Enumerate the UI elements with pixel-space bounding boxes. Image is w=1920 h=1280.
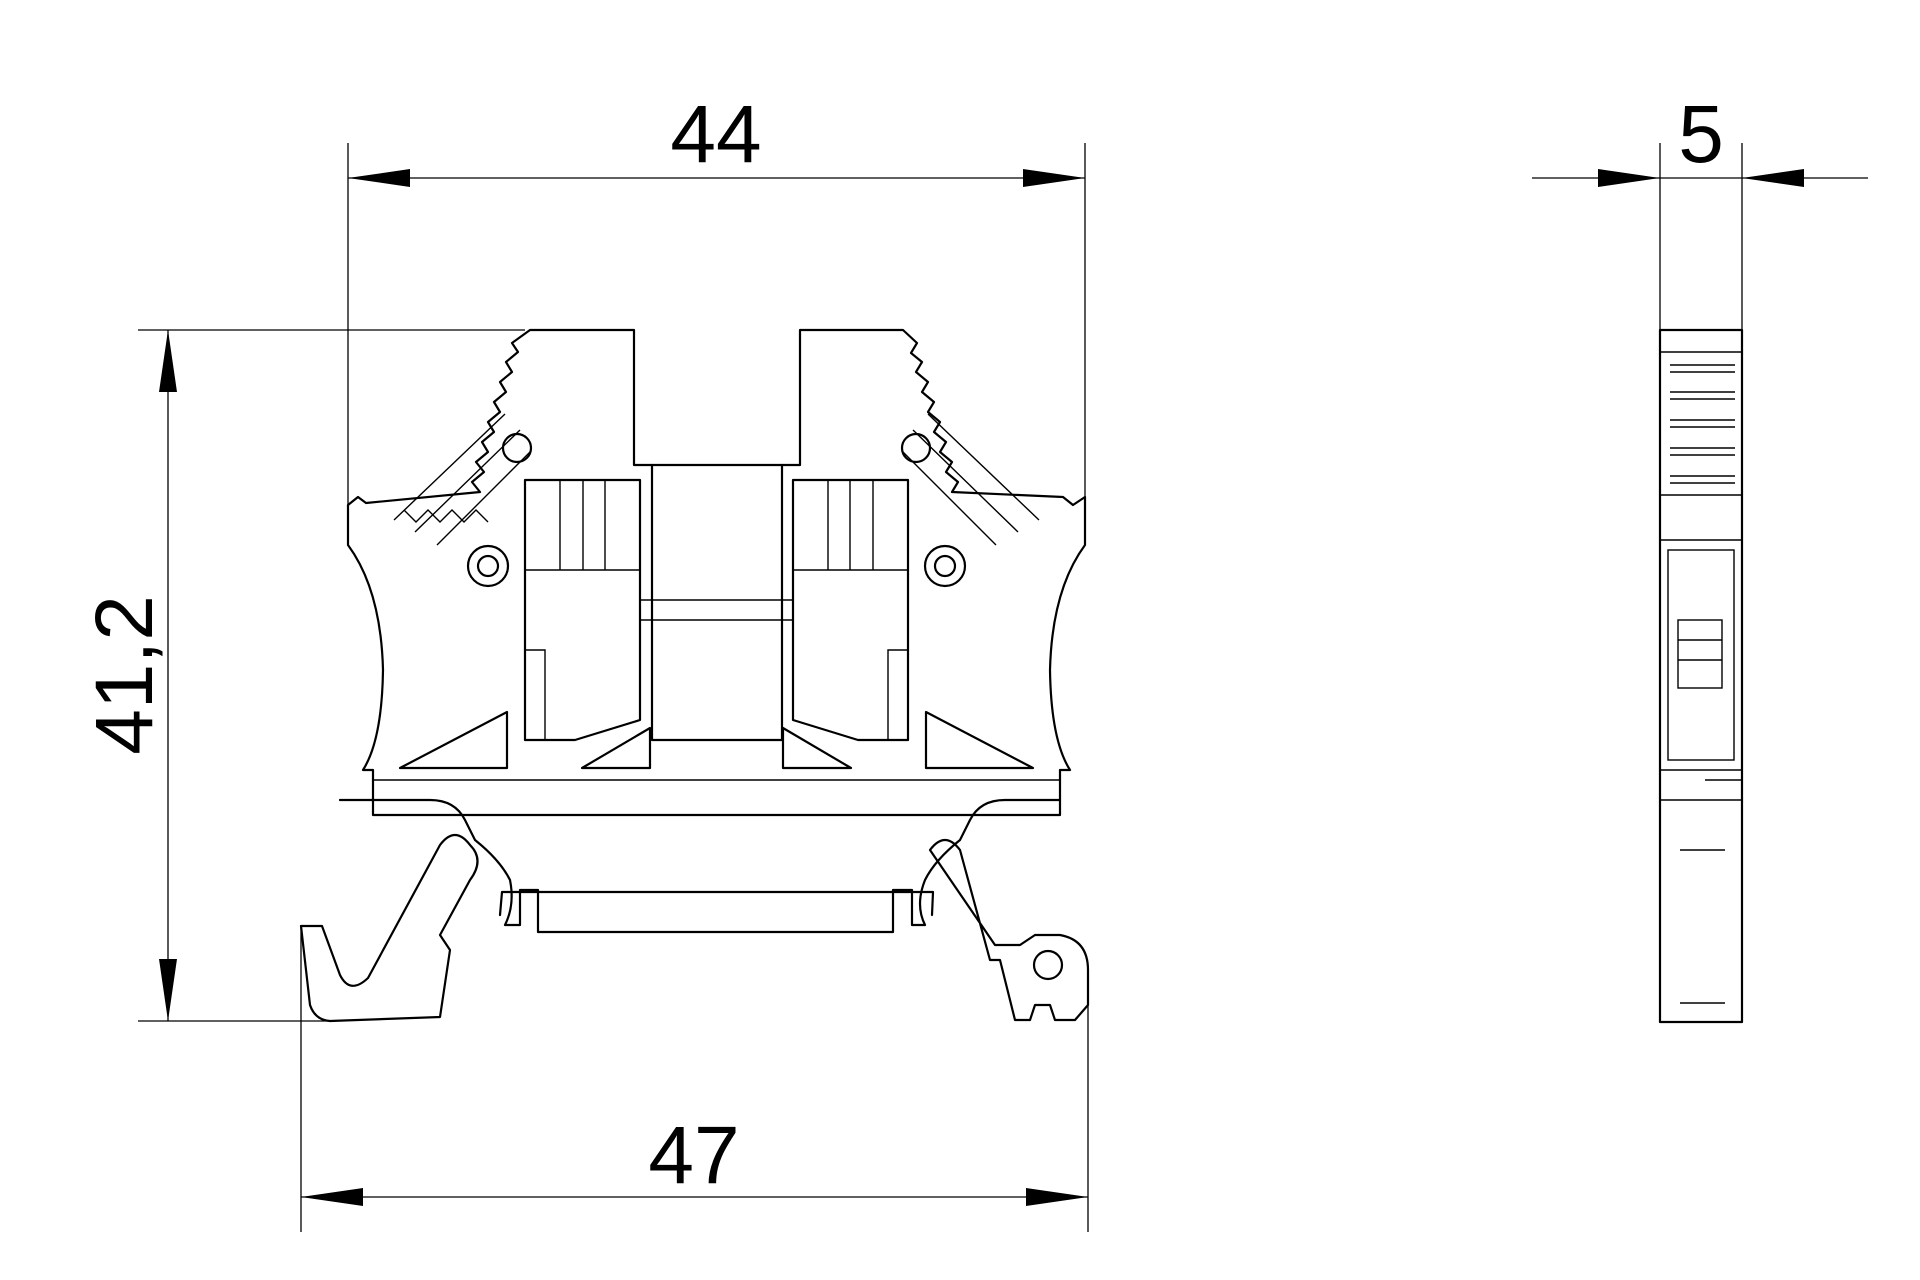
dimension-width-bottom: 47	[300, 926, 1089, 1232]
latch-right	[928, 838, 1090, 1022]
bridge	[650, 463, 784, 742]
wedge-right	[924, 710, 1035, 770]
front-view	[299, 328, 1090, 1023]
hook-left	[299, 833, 479, 1023]
clamp-left	[523, 478, 642, 742]
side-view	[1658, 328, 1744, 1024]
side-slots	[1670, 364, 1735, 484]
grip-left	[393, 413, 531, 546]
side-body	[1658, 328, 1744, 1024]
wedge-left	[398, 710, 509, 770]
dimension-label-44: 44	[670, 89, 761, 180]
test-hole-right	[923, 544, 967, 588]
body-outline	[346, 328, 1087, 817]
latch-hole	[1032, 949, 1064, 981]
small-hole-left	[501, 432, 533, 464]
test-hole-left	[466, 544, 510, 588]
small-hole-right	[900, 432, 932, 464]
din-foot	[338, 798, 1062, 934]
clamp-right	[791, 478, 910, 742]
grip-right	[902, 413, 1040, 546]
dimension-label-41-2: 41,2	[79, 595, 170, 755]
side-window	[1667, 549, 1735, 761]
din-inner	[498, 890, 935, 917]
dimension-label-5: 5	[1678, 89, 1724, 180]
dimension-label-47: 47	[648, 1110, 739, 1201]
dimension-width-top: 44	[347, 89, 1086, 505]
dimension-thickness: 5	[1532, 89, 1868, 330]
dimension-height: 41,2	[79, 329, 525, 1022]
